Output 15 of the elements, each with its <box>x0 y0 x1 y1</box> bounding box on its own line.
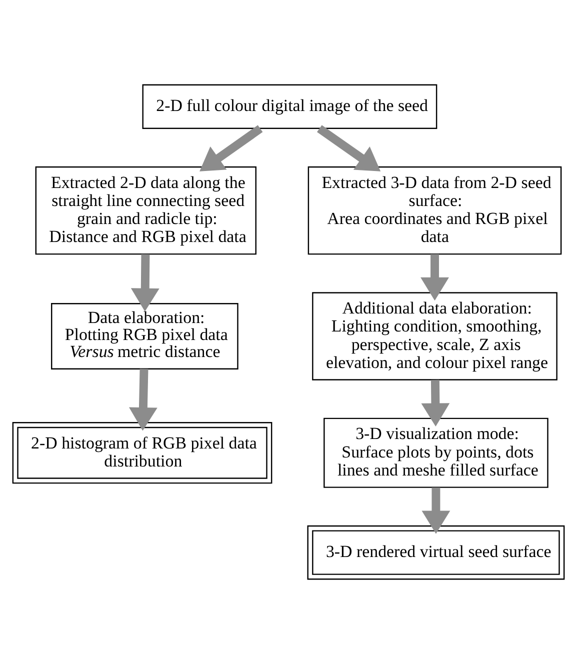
arrow <box>420 254 449 300</box>
node-box: Data elaboration: Plotting RGB pixel data Versus metric distance <box>51 302 238 369</box>
arrow <box>128 368 158 430</box>
node-box: Extracted 2-D data along the straight line connecting seed grain and radicle tip: Distance and RGB pixel data <box>35 166 256 254</box>
node-box: 3-D visualization mode: Surface plots by points, dots lines and meshe filled surface <box>324 417 548 488</box>
node-box: 3-D rendered virtual seed surface <box>307 524 565 580</box>
node-box: 2-D full colour digital image of the seed <box>142 84 438 128</box>
node-box: Additional data elaboration: Lighting condition, smoothing, perspective, scale, Z axis elevation, and colour pixel range <box>312 292 558 380</box>
arrow <box>130 254 160 312</box>
arrow <box>200 124 263 171</box>
arrow <box>316 124 381 171</box>
arrow <box>421 379 450 426</box>
node-box: Extracted 3-D data from 2-D seed surface: Area coordinates and RGB pixel data <box>308 166 562 254</box>
arrow <box>422 487 450 534</box>
node-box: 2-D histogram of RGB pixel data distribution <box>12 422 272 484</box>
